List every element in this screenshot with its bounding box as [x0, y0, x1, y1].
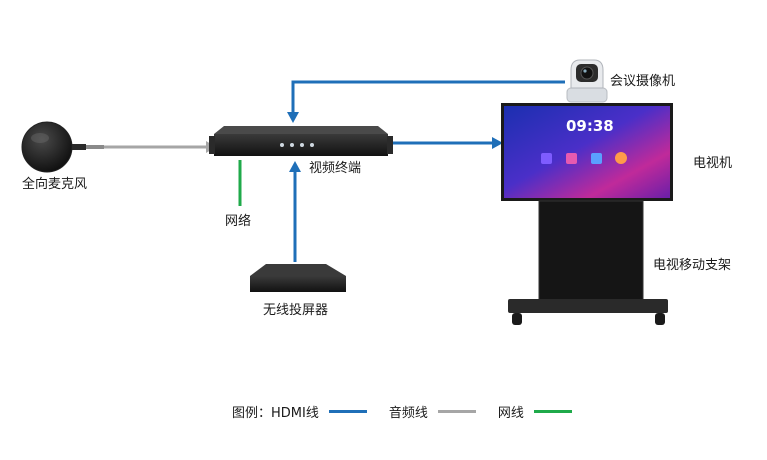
- microphone-device: [21, 121, 104, 173]
- legend: 图例： HDMI线 音频线 网线: [232, 402, 572, 421]
- camera-label: 会议摄像机: [610, 74, 676, 89]
- video-terminal-device: [209, 126, 393, 156]
- tv-label: 电视机: [693, 156, 733, 171]
- tv-screen-time: 09:38: [566, 117, 614, 135]
- legend-item-hdmi-label: HDMI线: [271, 405, 319, 421]
- legend-item-audio-swatch: [437, 409, 476, 413]
- hdmi-cable-terminal-to-tv: [387, 137, 503, 149]
- wireless-caster-label: 无线投屏器: [263, 303, 329, 318]
- legend-item-hdmi-swatch: [328, 409, 367, 413]
- audio-cable: [104, 141, 216, 153]
- terminal-label: 视频终端: [309, 161, 362, 176]
- legend-item-network-label: 网线: [497, 405, 524, 421]
- legend-item-audio-label: 音频线: [388, 405, 428, 421]
- tv-stand-label: 电视移动支架: [653, 258, 732, 273]
- tv-stand-device: [508, 200, 668, 325]
- legend-title: 图例：: [232, 405, 272, 421]
- hdmi-cable-caster-to-terminal: [289, 161, 301, 262]
- camera-device: [566, 59, 608, 103]
- tv-device: [501, 103, 673, 201]
- microphone-label: 全向麦克风: [22, 177, 88, 192]
- network-label: 网络: [225, 214, 252, 229]
- hdmi-cable-camera-to-terminal: [287, 80, 565, 123]
- wireless-caster-device: [250, 264, 346, 292]
- legend-item-network-swatch: [533, 409, 572, 413]
